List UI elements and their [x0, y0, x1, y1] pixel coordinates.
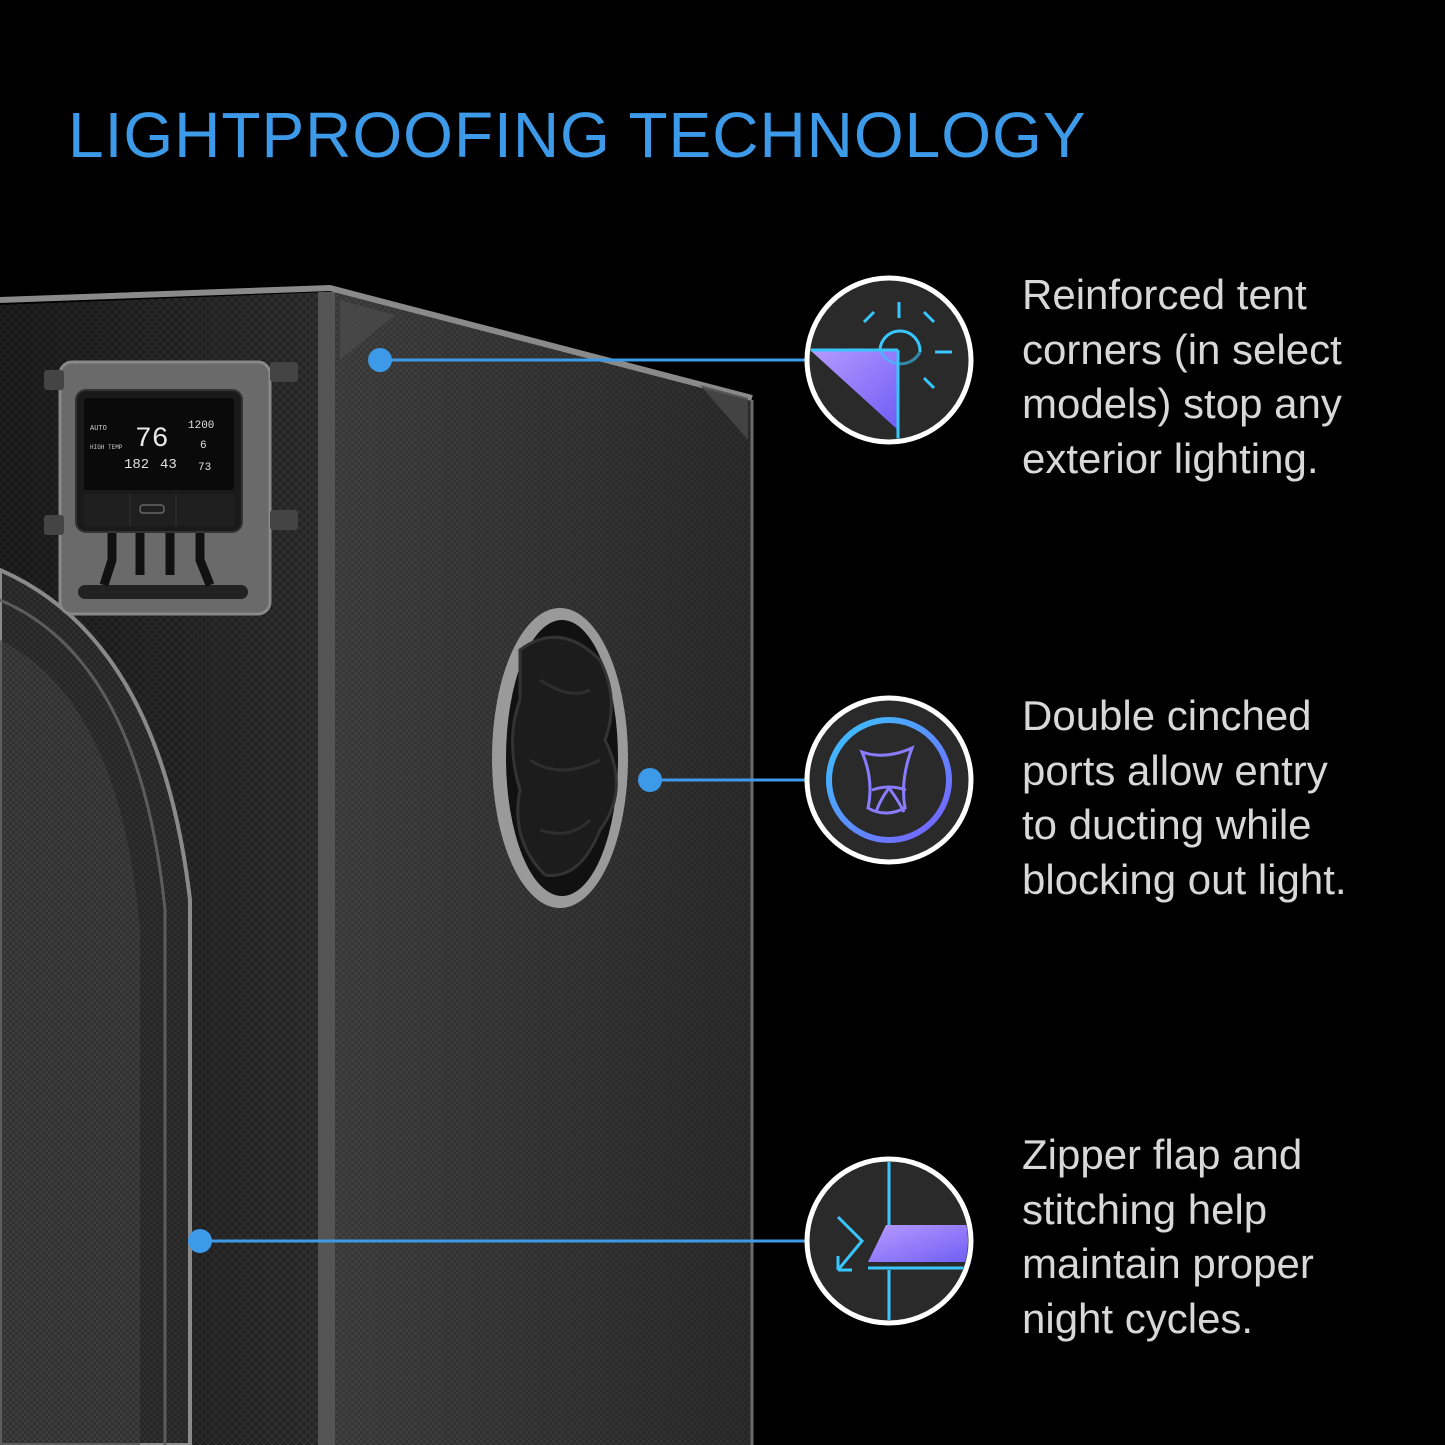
duct-port — [492, 608, 628, 908]
controller-unit: AUTO HIGH TEMP 76 1200 6 182 43 73 — [44, 360, 298, 616]
controller-mode: AUTO — [90, 425, 107, 433]
feature-corner-text: Reinforced tent corners (in select model… — [1022, 271, 1342, 482]
controller-reading-6: 73 — [198, 462, 211, 474]
controller-alert: HIGH TEMP — [90, 444, 123, 451]
callout-dot-zipper — [188, 1229, 212, 1253]
controller-reading-2: 182 — [124, 457, 149, 473]
feature-port-text: Double cinched ports allow entry to duct… — [1022, 692, 1347, 903]
tent-corner-edge — [318, 292, 340, 1445]
controller-reading-3: 43 — [160, 457, 177, 473]
feature-zipper-text: Zipper flap and stitching help maintain … — [1022, 1131, 1314, 1342]
zipper-flap-icon — [804, 1156, 974, 1326]
callout-dot-corner — [368, 348, 392, 372]
page-title: LIGHTPROOFING TECHNOLOGY — [68, 99, 1087, 171]
tent-corner-light-icon — [804, 275, 974, 445]
callout-dot-port — [638, 768, 662, 792]
callout-lines — [188, 348, 810, 1253]
controller-reading-4: 1200 — [188, 420, 214, 432]
cinched-port-icon — [804, 695, 974, 865]
controller-temperature: 76 — [135, 424, 169, 455]
controller-reading-5: 6 — [200, 440, 207, 452]
